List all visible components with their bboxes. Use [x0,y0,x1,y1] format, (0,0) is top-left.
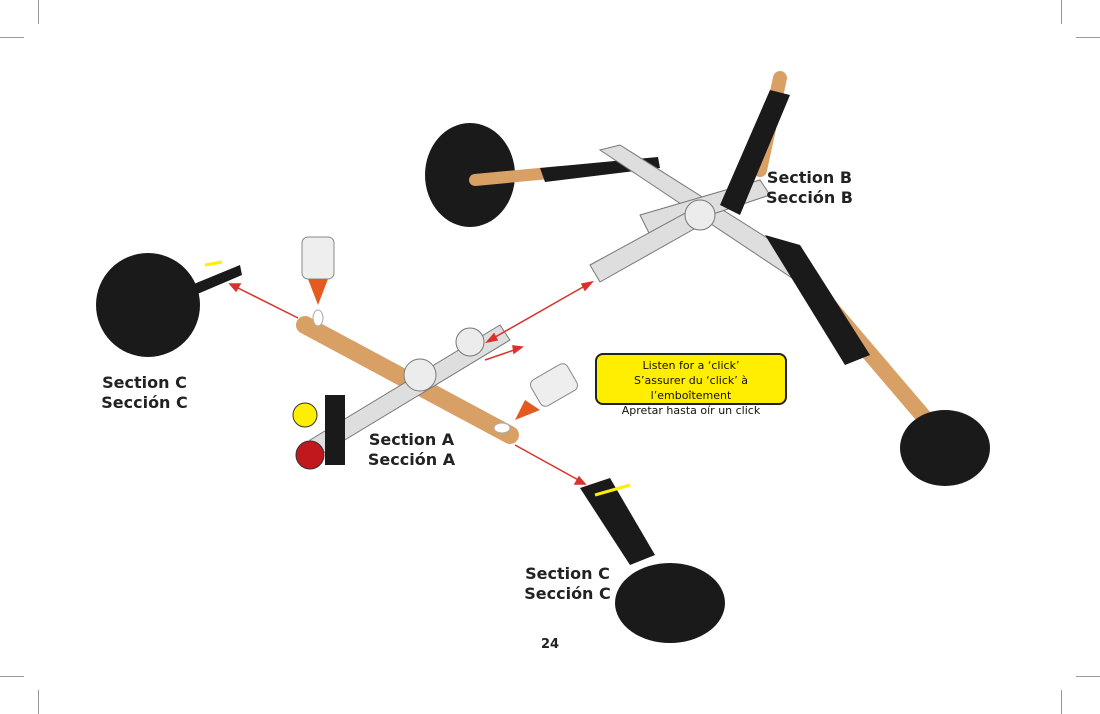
callout-line-en: Listen for a ‘click’ [642,359,740,372]
section-a-es: Sección A [367,450,456,469]
section-b-en: Section B [766,168,853,187]
section-c-left-assembly [96,253,242,357]
crop-mark [1076,676,1100,677]
section-a-en: Section A [368,430,455,449]
glue-bottle-icon [493,363,578,434]
section-c-bottom-es: Sección C [524,584,611,603]
section-a-assembly [292,316,519,470]
crop-mark [38,0,39,24]
section-c-left-es: Sección C [101,393,188,412]
section-c-bottom-en: Section C [525,564,610,583]
glue-bottle-icon [301,236,335,327]
crop-mark [1061,690,1062,714]
click-callout: Listen for a ‘click’ S’assurer du ‘click… [595,353,787,417]
section-c-bottom-label: Section C Sección C [520,564,615,604]
section-b-label: Section B Sección B [762,168,857,208]
section-c-left-label: Section C Sección C [97,373,192,413]
crop-mark [38,690,39,714]
page-number: 24 [540,637,560,652]
section-a-label: Section A Sección A [364,430,459,470]
section-c-bottom-assembly [580,478,725,643]
callout-line-fr: S’assurer du ‘click’ à l’emboîtement [634,374,748,402]
section-b-assembly [425,71,990,486]
crop-mark [0,37,24,38]
section-c-left-en: Section C [102,373,187,392]
crop-mark [1076,37,1100,38]
assembly-arrows [228,280,595,485]
crop-mark [0,676,24,677]
callout-line-es: Apretar hasta oír un click [621,404,761,417]
section-b-es: Sección B [766,188,853,207]
crop-mark [1061,0,1062,24]
